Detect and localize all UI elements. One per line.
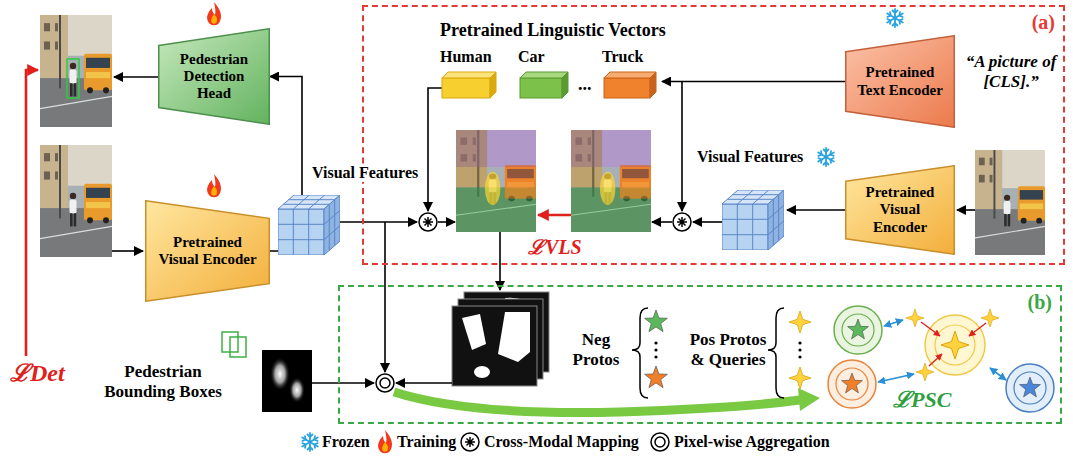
slab-front	[442, 78, 490, 98]
linguistic-vector: Human	[436, 48, 502, 102]
class-name: Truck	[602, 48, 643, 66]
legend-text: Frozen	[322, 433, 370, 450]
block-label: Pedestrian Detection Head	[169, 51, 259, 103]
prototype-label: Neg Protos	[564, 330, 628, 369]
text-encoder: Pretrained Text Encoder	[845, 35, 955, 128]
prompt-template: “A picture of [CLS].”	[960, 52, 1062, 91]
linguistic-vector: Car	[514, 48, 574, 102]
class-name: Human	[440, 48, 492, 66]
legend-text: Pixel-wise Aggregation	[674, 433, 830, 450]
flow-arrows	[112, 77, 975, 383]
feature-label: Visual Features	[695, 148, 805, 166]
loss-label: ℒPSC	[893, 387, 951, 412]
loss-arrows	[26, 70, 571, 356]
segmentation-maps	[456, 130, 651, 232]
ellipsis: ...	[578, 74, 592, 95]
legend-entry: Cross-Modal Mapping	[484, 433, 639, 451]
loss-label: ℒVLS	[528, 236, 582, 259]
slab-front	[604, 78, 650, 98]
trapezoid-outline	[159, 29, 270, 125]
linguistic-vector: Truck	[598, 48, 662, 102]
connector	[662, 81, 845, 83]
block-label: Pretrained Visual Encoder	[856, 184, 944, 236]
loss-label: ℒDet	[10, 360, 65, 388]
class-name: Car	[518, 48, 545, 66]
operator-symbols	[376, 213, 691, 392]
heatmap	[222, 332, 312, 412]
trapezoid-outline	[146, 201, 270, 302]
trapezoid-outline	[846, 166, 955, 255]
slab-side	[650, 72, 656, 98]
dashed-region: (a)HumanCarTruckPretrained Text EncoderP…	[362, 5, 1065, 265]
input-label: Pedestrian Bounding Boxes	[92, 362, 234, 401]
slab-top	[604, 72, 656, 78]
block-label: Pretrained Text Encoder	[856, 64, 944, 99]
region-tag: (a)	[1032, 11, 1055, 34]
legend-entry: Frozen	[322, 433, 370, 451]
detection-head: Pedestrian Detection Head	[158, 28, 270, 125]
legend-entry: Training	[397, 433, 456, 451]
feature-label: Visual Features	[310, 164, 420, 182]
legend-text: Training	[397, 433, 456, 450]
prototype-label: Pos Protos & Queries	[684, 330, 772, 369]
slab-side	[490, 72, 496, 98]
slab-front	[520, 78, 562, 98]
slab-top	[442, 72, 496, 78]
masks	[452, 292, 549, 386]
section-heading: Pretrained Linguistic Vectors	[440, 20, 666, 41]
prototypes	[632, 308, 811, 398]
legend-text: Cross-Modal Mapping	[484, 433, 639, 450]
block-label: Pretrained Visual Encoder	[156, 234, 259, 269]
status-icons	[207, 2, 903, 197]
legend-icons	[302, 430, 669, 453]
encoder-block: Pretrained Visual Encoder	[845, 165, 955, 255]
region-tag: (b)	[1028, 291, 1052, 314]
legend-entry: Pixel-wise Aggregation	[674, 433, 830, 451]
slab-top	[520, 72, 568, 78]
trapezoid-outline	[846, 36, 955, 128]
slab-side	[562, 72, 568, 98]
encoder-block: Pretrained Visual Encoder	[145, 200, 270, 302]
contrast-clusters	[828, 306, 1054, 412]
aggregation-arrow	[394, 388, 820, 413]
